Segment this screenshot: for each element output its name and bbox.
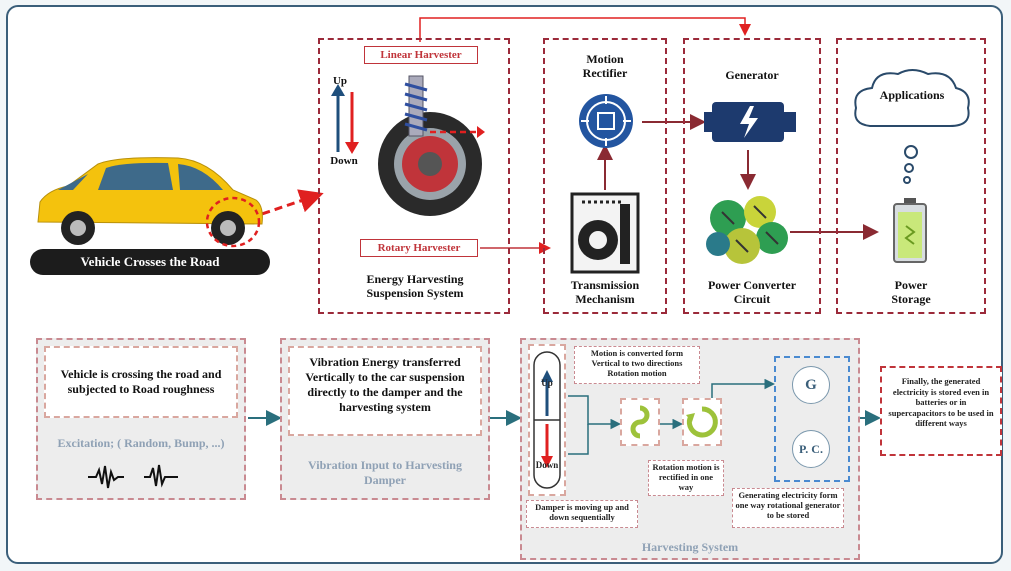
harvesting-system-label: Harvesting System <box>641 540 739 554</box>
suspension-system-box <box>318 38 510 314</box>
thought-bubbles-icon <box>903 145 918 184</box>
motion-rectifier-label: Motion Rectifier <box>582 52 628 80</box>
up-label: Up <box>332 75 348 87</box>
generator-converter-group <box>774 356 850 482</box>
damper-up-label: Up <box>541 378 553 388</box>
note-motion-converted: Motion is converted form Vertical to two… <box>574 346 700 384</box>
battery-icon <box>893 198 927 263</box>
applications-label: Applications <box>879 88 945 102</box>
generator-circle: G <box>792 366 830 404</box>
damper-icon <box>533 351 561 489</box>
power-converter-label: Power Converter Circuit <box>707 278 797 306</box>
motion-rectifier-icon <box>579 94 633 148</box>
storage-box <box>836 38 986 314</box>
generator-converter-box <box>683 38 821 314</box>
generator-label: Generator <box>725 68 779 82</box>
power-storage-label: Power Storage <box>891 278 931 306</box>
one-way-rectifier-icon <box>686 406 718 438</box>
note-generating-electricity: Generating electricity form one way rota… <box>732 488 844 528</box>
note-rotation-rectified: Rotation motion is rectified in one way <box>648 460 724 496</box>
generator-icon <box>704 102 796 142</box>
power-converter-circuit-icon <box>706 196 788 264</box>
vibration-input-label: Vibration Input to Harvesting Damper <box>308 458 462 487</box>
transmission-gear-icon <box>570 192 640 274</box>
applications-cloud-icon <box>854 69 970 127</box>
rotary-harvester-tag: Rotary Harvester <box>360 239 478 257</box>
excitation-text-box <box>44 346 238 418</box>
car-icon <box>37 157 263 248</box>
wheel-suspension-icon <box>378 75 485 216</box>
damper-down-label: Down <box>535 460 559 470</box>
excitation-text: Vehicle is crossing the road and subject… <box>60 367 222 396</box>
transmission-label: Transmission Mechanism <box>570 278 640 306</box>
up-down-arrows-icon <box>331 84 359 154</box>
power-converter-circle: P. C. <box>792 430 830 468</box>
down-label: Down <box>330 155 358 167</box>
rectifier-transmission-box <box>543 38 667 314</box>
excitation-label: Excitation; ( Random, Bump, ...) <box>57 436 225 450</box>
note-damper-moving: Damper is moving up and down sequentiall… <box>526 500 638 528</box>
road-label: Vehicle Crosses the Road <box>30 249 270 275</box>
vibration-wave-icon <box>88 464 178 489</box>
vibration-text-box <box>288 346 482 436</box>
vibration-text: Vibration Energy transferred Vertically … <box>305 355 465 414</box>
linear-harvester-tag: Linear Harvester <box>364 46 478 64</box>
final-storage-box <box>880 366 1002 456</box>
suspension-label: Energy Harvesting Suspension System <box>366 272 464 300</box>
final-storage-text: Finally, the generated electricity is st… <box>888 376 994 428</box>
hook-converter-icon <box>630 405 650 439</box>
